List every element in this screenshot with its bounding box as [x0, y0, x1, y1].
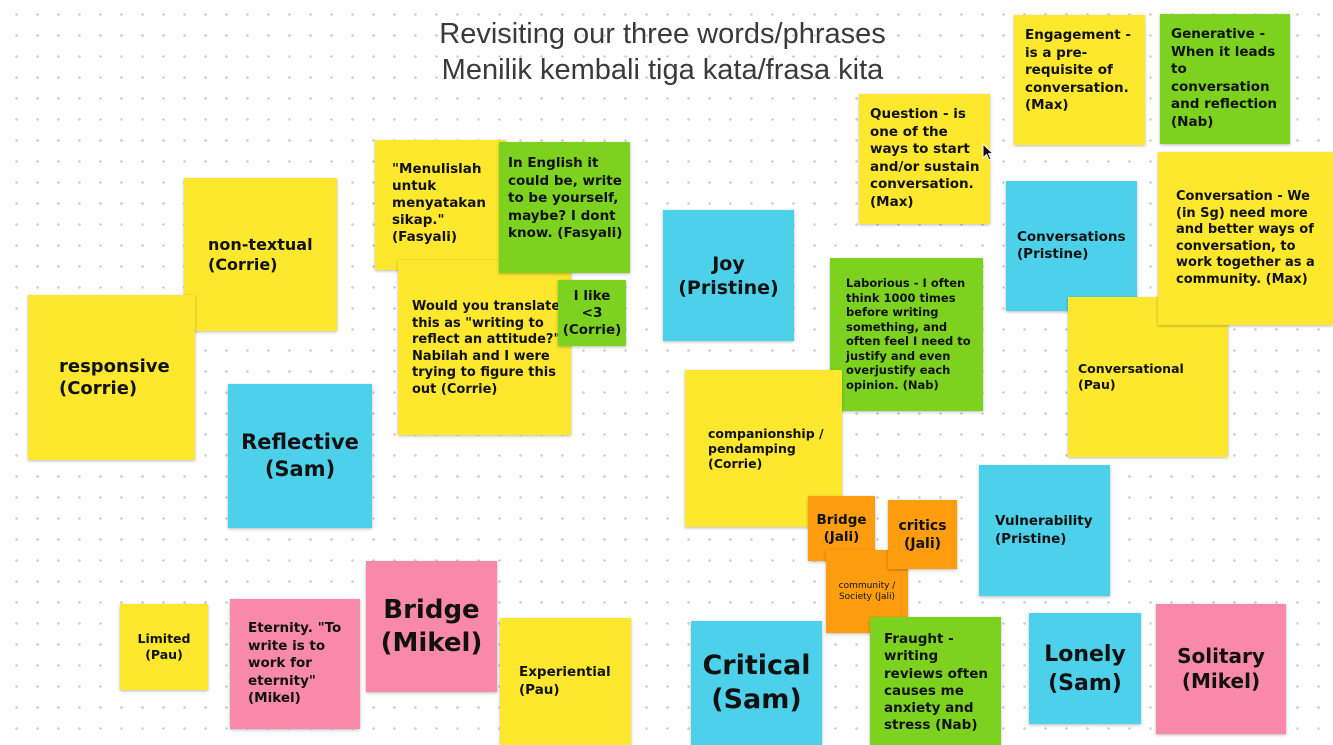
sticky-note-question[interactable]: Question - is one of the ways to start a…: [859, 94, 990, 224]
note-text: Would you translate this as "writing to …: [412, 299, 561, 397]
sticky-note-vulnerability[interactable]: Vulnerability (Pristine): [979, 465, 1110, 596]
note-text: Engagement - is a pre-requisite of conve…: [1025, 27, 1132, 113]
sticky-note-critics-jali[interactable]: critics (Jali): [888, 500, 957, 569]
sticky-note-engagement[interactable]: Engagement - is a pre-requisite of conve…: [1014, 15, 1145, 145]
note-text: Solitary (Mikel): [1177, 644, 1265, 693]
sticky-note-menulislah[interactable]: "Menulislah untuk menyatakan sikap." (Fa…: [375, 140, 506, 270]
title-line-english: Revisiting our three words/phrases: [439, 18, 886, 50]
note-text: Conversational (Pau): [1078, 361, 1184, 392]
board-title: Revisiting our three words/phrases Menil…: [380, 16, 945, 88]
sticky-note-non-textual[interactable]: non-textual (Corrie): [184, 178, 337, 331]
sticky-note-bridge-mikel[interactable]: Bridge (Mikel): [366, 561, 497, 692]
sticky-note-critical[interactable]: Critical (Sam): [691, 621, 822, 745]
note-text: Bridge (Jali): [816, 511, 867, 545]
note-text: "Menulislah untuk menyatakan sikap." (Fa…: [392, 161, 487, 245]
sticky-note-limited[interactable]: Limited (Pau): [120, 604, 208, 690]
note-text: Critical (Sam): [702, 650, 811, 715]
note-text: Experiential (Pau): [519, 664, 611, 698]
note-text: non-textual (Corrie): [208, 234, 313, 274]
sticky-note-conversations[interactable]: Conversations (Pristine): [1006, 181, 1137, 311]
sticky-note-eternity[interactable]: Eternity. "To write is to work for etern…: [230, 599, 360, 729]
sticky-note-solitary[interactable]: Solitary (Mikel): [1156, 604, 1286, 734]
note-text: I like <3 (Corrie): [562, 287, 622, 338]
sticky-note-laborious[interactable]: Laborious - I often think 1000 times bef…: [830, 258, 983, 411]
sticky-note-generative[interactable]: Generative - When it leads to conversati…: [1160, 14, 1290, 144]
note-text: Vulnerability (Pristine): [995, 513, 1093, 547]
note-text: Conversation - We (in Sg) need more and …: [1176, 189, 1315, 287]
note-text: In English it could be, write to be your…: [508, 155, 623, 241]
note-text: Generative - When it leads to conversati…: [1171, 26, 1278, 130]
note-text: Joy (Pristine): [678, 252, 779, 299]
sticky-note-i-like[interactable]: I like <3 (Corrie): [558, 280, 626, 346]
note-text: community / Society (Jali): [838, 580, 896, 602]
note-text: Lonely (Sam): [1044, 641, 1126, 696]
note-text: responsive (Corrie): [59, 355, 170, 399]
sticky-note-translate[interactable]: Would you translate this as "writing to …: [398, 260, 571, 435]
sticky-note-joy[interactable]: Joy (Pristine): [663, 210, 794, 341]
note-text: Laborious - I often think 1000 times bef…: [846, 276, 971, 392]
title-line-malay: Menilik kembali tiga kata/frasa kita: [441, 54, 884, 86]
note-text: Question - is one of the ways to start a…: [870, 106, 980, 210]
sticky-note-in-english[interactable]: In English it could be, write to be your…: [499, 142, 630, 273]
sticky-note-reflective[interactable]: Reflective (Sam): [228, 384, 372, 528]
note-text: critics (Jali): [898, 517, 947, 552]
sticky-note-experiential[interactable]: Experiential (Pau): [500, 618, 631, 745]
sticky-note-fraught[interactable]: Fraught - writing reviews often causes m…: [870, 617, 1001, 745]
note-text: Limited (Pau): [137, 631, 191, 662]
sticky-note-conversation-sg[interactable]: Conversation - We (in Sg) need more and …: [1158, 152, 1333, 325]
note-text: Bridge (Mikel): [380, 594, 483, 658]
note-text: Eternity. "To write is to work for etern…: [248, 620, 342, 707]
note-text: Fraught - writing reviews often causes m…: [884, 631, 988, 734]
note-text: Conversations (Pristine): [1017, 229, 1126, 262]
note-text: companionship / pendamping (Corrie): [708, 426, 824, 471]
note-text: Reflective (Sam): [241, 430, 359, 481]
sticky-note-responsive[interactable]: responsive (Corrie): [28, 295, 195, 460]
sticky-note-lonely[interactable]: Lonely (Sam): [1029, 613, 1141, 724]
mouse-cursor-icon: [982, 143, 994, 161]
